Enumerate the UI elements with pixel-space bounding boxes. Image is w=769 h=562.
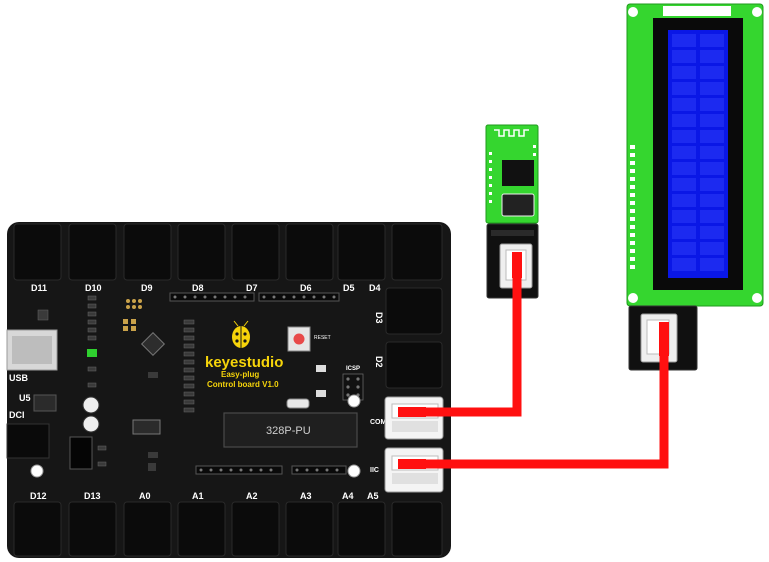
top-labels: D11 D10 D9 D8 D7 D6 D5 D4 bbox=[31, 283, 381, 293]
lcd-mount-hole-1 bbox=[628, 7, 638, 17]
wire-end-bluetooth bbox=[512, 252, 522, 278]
label-d12: D12 bbox=[30, 491, 47, 501]
label-a5: A5 bbox=[367, 491, 379, 501]
bluetooth-chip bbox=[502, 160, 534, 186]
label-d4: D4 bbox=[369, 283, 381, 293]
bottom-labels: D12 D13 A0 A1 A2 A3 A4 A5 bbox=[30, 491, 379, 501]
label-dci: DCI bbox=[9, 410, 25, 420]
label-com: COM bbox=[370, 419, 387, 426]
chip-u3 bbox=[132, 419, 161, 435]
crystal-y3 bbox=[148, 372, 158, 378]
label-iic: IIC bbox=[370, 467, 379, 474]
label-a4: A4 bbox=[342, 491, 354, 501]
crystal-y2 bbox=[286, 398, 310, 409]
part-r15 bbox=[316, 365, 326, 372]
smd-parts bbox=[37, 295, 107, 467]
part-c9 bbox=[148, 452, 158, 458]
capacitor-c6 bbox=[82, 415, 100, 433]
header-pins bbox=[173, 295, 339, 472]
antenna-trace bbox=[494, 129, 529, 137]
label-a2: A2 bbox=[246, 491, 258, 501]
brand-name: keyestudio bbox=[205, 354, 283, 371]
model-line-1: Easy-plug bbox=[221, 370, 259, 379]
lcd-pin-pads bbox=[630, 145, 635, 269]
icsp-header-j1 bbox=[123, 299, 142, 331]
label-d8: D8 bbox=[192, 283, 204, 293]
power-led bbox=[87, 349, 97, 357]
capacitor-c7 bbox=[82, 396, 100, 414]
mounting-hole-left bbox=[30, 464, 44, 478]
mounting-hole-iic bbox=[347, 464, 361, 478]
label-d11: D11 bbox=[31, 283, 47, 293]
wires bbox=[424, 252, 669, 469]
label-d7: D7 bbox=[246, 283, 258, 293]
right-pads bbox=[385, 287, 443, 389]
control-board: D11 D10 D9 D8 D7 D6 D5 D4 D12 D13 A0 A1 … bbox=[6, 222, 451, 558]
chip-label: 328P-PU bbox=[266, 425, 311, 437]
label-reset: RESET bbox=[314, 335, 331, 341]
com-connector[interactable] bbox=[384, 396, 444, 440]
label-d10: D10 bbox=[85, 283, 102, 293]
wire-end-iic bbox=[398, 459, 426, 469]
bluetooth-module bbox=[485, 124, 539, 299]
iic-connector[interactable] bbox=[384, 447, 444, 493]
wire-iic-lcd bbox=[424, 322, 669, 469]
label-u5: U5 bbox=[19, 393, 31, 403]
lcd-mount-hole-3 bbox=[628, 293, 638, 303]
mounting-hole-com bbox=[347, 394, 361, 408]
wire-end-lcd bbox=[659, 322, 669, 356]
adapter-header bbox=[491, 230, 534, 236]
ladybug-logo bbox=[232, 320, 250, 348]
lcd-mount-hole-4 bbox=[752, 293, 762, 303]
label-a3: A3 bbox=[300, 491, 312, 501]
lcd-mount-hole-2 bbox=[752, 7, 762, 17]
lcd-module bbox=[626, 3, 764, 371]
top-pads bbox=[13, 223, 443, 281]
main-chip bbox=[223, 412, 358, 448]
header-strips bbox=[169, 292, 347, 475]
label-d13: D13 bbox=[84, 491, 101, 501]
lcd-char-cells bbox=[672, 34, 724, 271]
bluetooth-pads bbox=[489, 145, 536, 203]
part-r14 bbox=[316, 390, 326, 397]
wire-ends bbox=[398, 252, 669, 469]
usb-inner bbox=[12, 336, 52, 364]
diode-d16 bbox=[69, 436, 93, 470]
reset-button-cap[interactable] bbox=[293, 333, 305, 345]
label-a1: A1 bbox=[192, 491, 204, 501]
lcd-top-strip bbox=[663, 6, 731, 16]
label-d9: D9 bbox=[141, 283, 153, 293]
label-usb: USB bbox=[9, 373, 29, 383]
regulator bbox=[33, 394, 57, 412]
label-a0: A0 bbox=[139, 491, 151, 501]
bottom-pads bbox=[13, 501, 443, 557]
chip-u2 bbox=[140, 331, 166, 357]
wire-end-com bbox=[398, 407, 426, 417]
dc-jack bbox=[6, 423, 50, 459]
label-d6: D6 bbox=[300, 283, 312, 293]
resistor-column bbox=[183, 319, 195, 413]
label-icsp: ICSP bbox=[346, 366, 360, 372]
wire-com-bluetooth bbox=[424, 252, 522, 417]
bluetooth-chip-2 bbox=[501, 193, 535, 217]
label-d5: D5 bbox=[343, 283, 355, 293]
part-u4 bbox=[148, 463, 156, 471]
model-line-2: Control board V1.0 bbox=[207, 380, 279, 389]
label-d2: D2 bbox=[374, 356, 384, 368]
label-d3: D3 bbox=[374, 312, 384, 324]
